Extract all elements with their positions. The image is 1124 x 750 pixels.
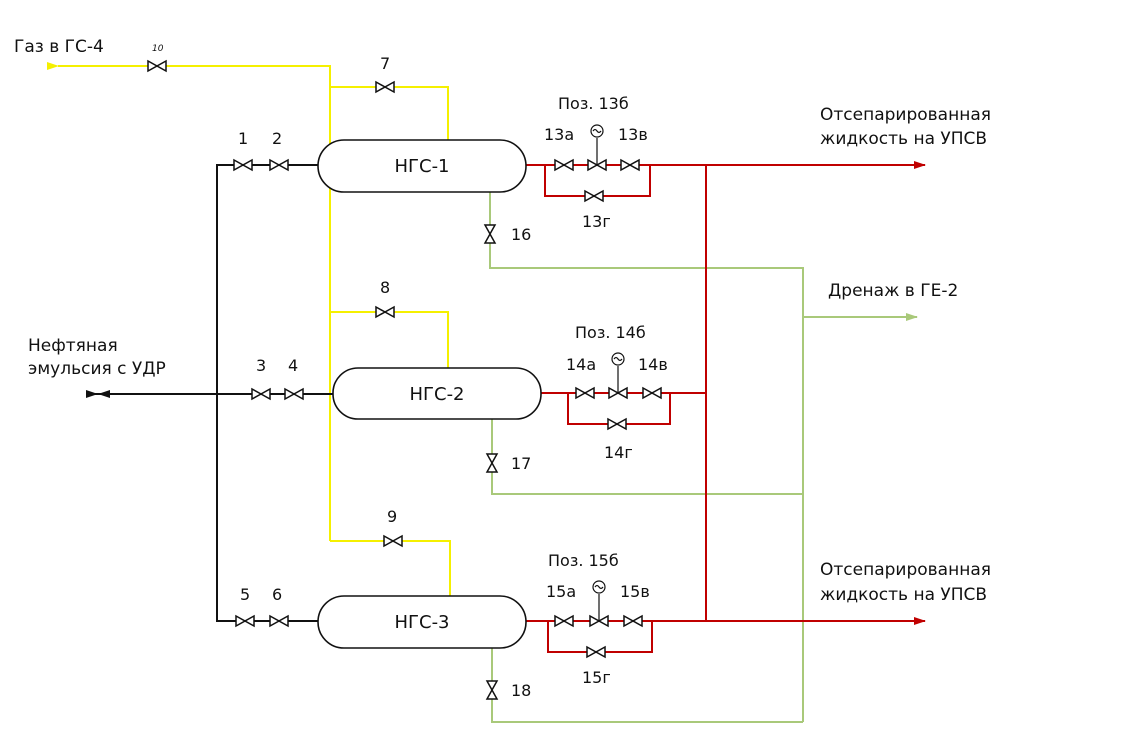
- actuator-13b[interactable]: [590, 124, 604, 165]
- position-14-label: Поз. 14б: [575, 323, 646, 342]
- valve-15a-label: 15а: [546, 582, 576, 601]
- valve-18[interactable]: [485, 680, 499, 700]
- valve-13g-label: 13г: [582, 212, 611, 231]
- valve-14g-label: 14г: [604, 443, 633, 462]
- liquid-bottom-label-line1: Отсепарированная: [820, 560, 991, 580]
- vessel-ngs3[interactable]: НГС-3: [317, 595, 527, 649]
- valve-15v[interactable]: [623, 614, 643, 628]
- valve-13a[interactable]: [554, 158, 574, 172]
- valve-6[interactable]: [269, 614, 289, 628]
- gas-line-ngs3: [330, 540, 451, 596]
- drain-label: Дренаж в ГЕ-2: [828, 281, 958, 301]
- gas-line-ngs2: [330, 311, 449, 368]
- bypass-15: [547, 621, 653, 653]
- actuator-15b[interactable]: [592, 580, 606, 621]
- valve-14v-label: 14в: [638, 355, 668, 374]
- vessel-label: НГС-3: [394, 612, 449, 633]
- valve-18-label: 18: [511, 681, 531, 700]
- valve-labels: 1 2 3 4 5 6 7 8 9 10 13а 13в 13г 14а 14в…: [152, 44, 668, 700]
- valve-17-label: 17: [511, 454, 531, 473]
- valve-13v-label: 13в: [618, 125, 648, 144]
- emulsion-label-line2: эмульсия с УДР: [28, 359, 166, 379]
- gas-bypass-7: [330, 86, 449, 140]
- vessel-label: НГС-1: [394, 156, 449, 177]
- vessel-ngs1[interactable]: НГС-1: [317, 139, 527, 193]
- liquid-bottom-label-line2: жидкость на УПСВ: [820, 585, 987, 605]
- valve-8[interactable]: [375, 305, 395, 319]
- valve-14a[interactable]: [575, 386, 595, 400]
- valve-16[interactable]: [483, 224, 497, 244]
- valve-7-label: 7: [380, 54, 390, 73]
- vessel-ngs2[interactable]: НГС-2: [332, 367, 542, 420]
- valve-13v[interactable]: [620, 158, 640, 172]
- valve-1-label: 1: [238, 129, 248, 148]
- drain-line-ngs2: [491, 418, 803, 495]
- valve-1[interactable]: [233, 158, 253, 172]
- position-labels: Поз. 13б Поз. 14б Поз. 15б: [548, 94, 646, 570]
- drain-line-ngs3: [491, 644, 803, 723]
- valve-15g[interactable]: [586, 645, 606, 659]
- emulsion-inlet-arrow: [86, 390, 98, 398]
- valve-10[interactable]: [147, 59, 167, 73]
- valve-13g[interactable]: [584, 189, 604, 203]
- valve-14g[interactable]: [607, 417, 627, 431]
- actuators: [590, 124, 625, 621]
- valve-2[interactable]: [269, 158, 289, 172]
- drain-line-ngs1: [489, 192, 804, 722]
- liquid-top-label-line1: Отсепарированная: [820, 105, 991, 125]
- emulsion-label-line1: Нефтяная: [28, 336, 118, 356]
- valve-3-label: 3: [256, 356, 266, 375]
- valve-4-label: 4: [288, 356, 298, 375]
- valve-5-label: 5: [240, 585, 250, 604]
- drain-lines: [489, 192, 918, 723]
- valve-5[interactable]: [235, 614, 255, 628]
- valve-15v-label: 15в: [620, 582, 650, 601]
- vessel-body: [317, 595, 527, 649]
- valve-6-label: 6: [272, 585, 282, 604]
- vessel-label: НГС-2: [409, 384, 464, 405]
- valve-14a-label: 14а: [566, 355, 596, 374]
- valves: [147, 59, 662, 700]
- valve-7[interactable]: [375, 80, 395, 94]
- valve-8-label: 8: [380, 278, 390, 297]
- bypass-14: [567, 393, 671, 425]
- vessel-body: [317, 139, 527, 193]
- valve-15a[interactable]: [554, 614, 574, 628]
- gas-outlet-label: Газ в ГС-4: [14, 37, 104, 57]
- actuator-14b[interactable]: [611, 352, 625, 393]
- feed-lines: [86, 164, 333, 622]
- valve-4[interactable]: [284, 387, 304, 401]
- position-15-label: Поз. 15б: [548, 551, 619, 570]
- valve-10-label: 10: [152, 44, 164, 54]
- vessel-body: [332, 367, 542, 420]
- gas-outlet-line: [47, 62, 331, 312]
- valve-2-label: 2: [272, 129, 282, 148]
- valve-16-label: 16: [511, 225, 531, 244]
- valve-9-label: 9: [387, 507, 397, 526]
- valve-14v[interactable]: [642, 386, 662, 400]
- position-13-label: Поз. 13б: [558, 94, 629, 113]
- stream-labels: Газ в ГС-4 Нефтяная эмульсия с УДР Отсеп…: [14, 37, 991, 605]
- valve-17[interactable]: [485, 453, 499, 473]
- liquid-top-label-line2: жидкость на УПСВ: [820, 129, 987, 149]
- bypass-13: [544, 165, 651, 197]
- valve-13a-label: 13а: [544, 125, 574, 144]
- valve-3[interactable]: [251, 387, 271, 401]
- valve-9[interactable]: [383, 534, 403, 548]
- valve-15g-label: 15г: [582, 668, 611, 687]
